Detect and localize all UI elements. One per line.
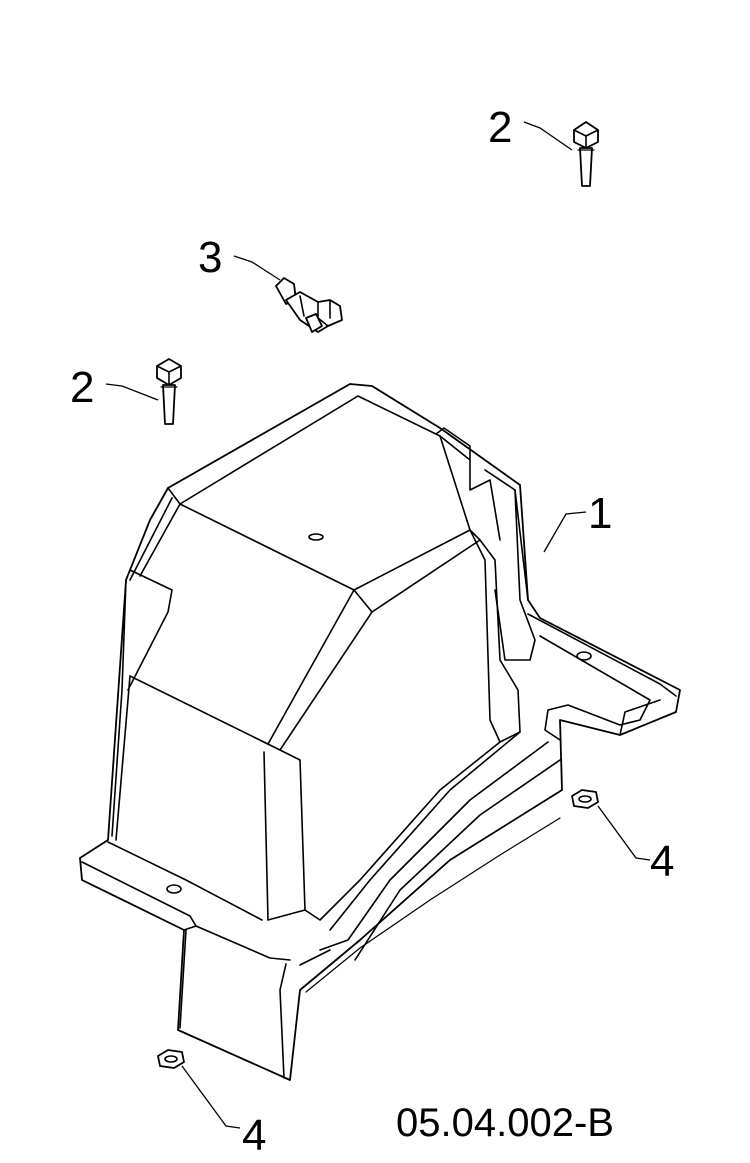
leader-nut-right (597, 805, 651, 861)
clip-nut (275, 277, 343, 333)
callout-nut-right: 4 (650, 837, 674, 886)
leader-nut-bottom (181, 1065, 241, 1129)
cover-housing (79, 383, 681, 1081)
leader-lines (105, 121, 651, 1129)
bolt-left (156, 358, 182, 425)
callout-bolt-left: 2 (70, 363, 94, 412)
nut-bottom (157, 1049, 185, 1069)
callout-nut-bottom: 4 (242, 1111, 266, 1160)
callout-cover: 1 (588, 489, 612, 538)
callout-clip: 3 (198, 233, 222, 282)
leader-bolt-left (105, 383, 159, 401)
leader-clip (233, 255, 281, 281)
drawing-reference: 05.04.002-B (396, 1101, 614, 1145)
leader-bolt-top (523, 121, 573, 151)
bolt-top (573, 121, 599, 187)
nut-right (571, 789, 599, 809)
leader-cover (543, 511, 587, 553)
callout-bolt-top: 2 (488, 103, 512, 152)
